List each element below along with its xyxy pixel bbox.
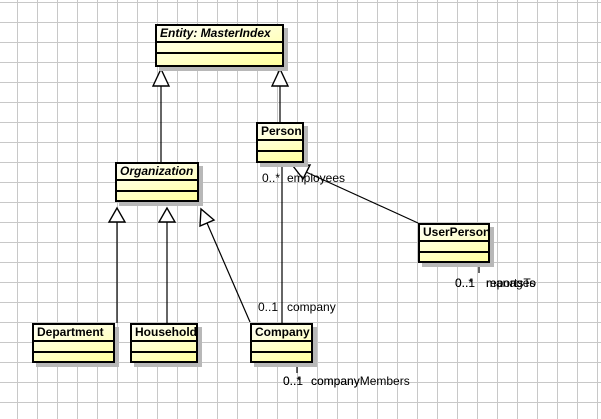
generalization-organization-entity[interactable] [151, 67, 171, 162]
attributes-compartment [132, 342, 196, 353]
operations-compartment [258, 152, 302, 161]
class-userperson[interactable]: UserPerson [418, 223, 490, 263]
role-companymembers: companyMembers [311, 374, 410, 388]
attributes-compartment [258, 141, 302, 152]
multiplicity-reportsto: 0..1 [455, 276, 476, 290]
attributes-compartment [157, 43, 282, 54]
operations-compartment [420, 253, 488, 261]
multiplicity-company2: 0..1 [283, 374, 304, 388]
operations-compartment [157, 54, 282, 65]
role-company2: company [311, 374, 360, 388]
generalization-department-organization[interactable] [107, 206, 127, 323]
class-person[interactable]: Person [256, 122, 304, 163]
class-department[interactable]: Department [32, 323, 115, 363]
class-company[interactable]: Company [250, 323, 313, 363]
generalization-person-entity[interactable] [270, 67, 290, 122]
class-title: UserPerson [420, 225, 488, 242]
class-title: Department [34, 325, 113, 342]
attributes-compartment [420, 242, 488, 253]
role-employees[interactable]: employees [287, 171, 346, 185]
role-reportsto: reportsTo [486, 276, 537, 290]
attributes-compartment [117, 181, 197, 192]
multiplicity-manages: 0..* [455, 276, 474, 290]
generalization-household-organization[interactable] [157, 206, 177, 323]
generalization-company-organization[interactable] [199, 207, 251, 323]
class-organization[interactable]: Organization [115, 162, 199, 202]
multiplicity-company[interactable]: 0..1 [258, 300, 279, 314]
operations-compartment [34, 353, 113, 361]
class-title: Organization [117, 164, 197, 181]
class-title: Entity: MasterIndex [157, 26, 282, 43]
operations-compartment [132, 353, 196, 361]
attributes-compartment [252, 342, 311, 353]
role-manages: manages [486, 276, 536, 290]
class-title: Household [132, 325, 196, 342]
class-title: Person [258, 124, 302, 141]
attributes-compartment [34, 342, 113, 353]
role-company[interactable]: company [287, 300, 336, 314]
class-entity-masterindex[interactable]: Entity: MasterIndex [155, 24, 284, 67]
operations-compartment [252, 353, 311, 361]
multiplicity-companymembers: 0..* [283, 374, 302, 388]
multiplicity-employees[interactable]: 0..* [262, 171, 281, 185]
class-title: Company [252, 325, 311, 342]
class-household[interactable]: Household [130, 323, 198, 363]
operations-compartment [117, 192, 197, 200]
